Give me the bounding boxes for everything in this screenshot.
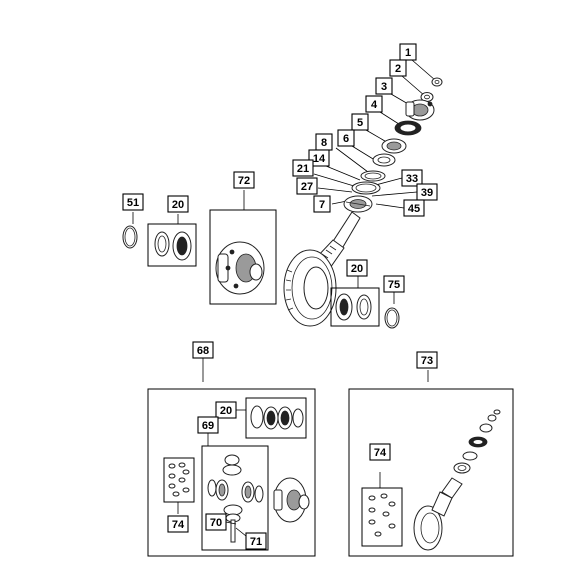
callout-70: 70	[205, 513, 227, 531]
kit-68	[147, 358, 316, 557]
callout-69: 69	[197, 416, 219, 434]
inner-pinion-bearing	[343, 195, 373, 213]
svg-text:20: 20	[351, 263, 363, 275]
callout-4: 4	[365, 95, 383, 113]
callout-72: 72	[233, 171, 255, 189]
svg-text:8: 8	[321, 137, 327, 149]
pinion-yoke	[405, 99, 435, 121]
shim-51	[122, 212, 138, 249]
svg-text:73: 73	[421, 355, 433, 367]
svg-text:21: 21	[297, 163, 309, 175]
svg-text:27: 27	[301, 181, 313, 193]
callout-3: 3	[375, 77, 393, 95]
pinion-seal	[394, 120, 422, 136]
outer-pinion-bearing	[381, 138, 407, 154]
callout-8: 8	[315, 133, 333, 151]
svg-text:5: 5	[357, 117, 363, 129]
callout-20-right: 20	[346, 259, 368, 277]
pinion-nut	[431, 77, 443, 87]
bolt-set-a	[168, 462, 190, 497]
callout-51: 51	[122, 193, 144, 211]
svg-text:39: 39	[421, 187, 433, 199]
callout-2: 2	[389, 59, 407, 77]
svg-text:69: 69	[202, 420, 214, 432]
svg-text:71: 71	[250, 536, 262, 548]
svg-text:51: 51	[127, 197, 139, 209]
carrier-bearing-right	[330, 276, 380, 327]
svg-text:4: 4	[371, 99, 378, 111]
callout-39: 39	[416, 183, 438, 201]
svg-text:2: 2	[395, 63, 401, 75]
callout-20-left: 20	[167, 195, 189, 213]
shim-75	[384, 292, 400, 329]
pinion-shim	[351, 181, 381, 195]
ring-gear	[283, 249, 337, 327]
callout-20-kit: 20	[215, 401, 237, 419]
callout-5: 5	[351, 113, 369, 131]
callout-75: 75	[383, 275, 405, 293]
callout-74-kit73: 74	[369, 443, 391, 461]
callout-27: 27	[296, 177, 318, 195]
svg-text:14: 14	[313, 153, 326, 165]
callout-73: 73	[416, 351, 438, 369]
svg-text:74: 74	[172, 519, 185, 531]
bolt-set-b	[368, 493, 396, 537]
svg-text:7: 7	[319, 199, 325, 211]
svg-text:6: 6	[343, 133, 349, 145]
svg-text:3: 3	[381, 81, 387, 93]
svg-text:20: 20	[220, 405, 232, 417]
kit-73	[348, 370, 514, 557]
callout-71: 71	[245, 532, 267, 550]
kit-differential-case	[273, 477, 310, 523]
svg-text:20: 20	[172, 199, 184, 211]
callout-21: 21	[292, 159, 314, 177]
callout-7: 7	[313, 195, 331, 213]
svg-text:33: 33	[406, 173, 418, 185]
svg-text:74: 74	[374, 447, 387, 459]
svg-text:45: 45	[408, 203, 420, 215]
callout-74-kit68: 74	[167, 515, 189, 533]
callout-68: 68	[192, 341, 214, 359]
callout-1: 1	[399, 43, 417, 61]
differential-case	[209, 190, 277, 305]
callout-33: 33	[401, 169, 423, 187]
bearing-race	[372, 153, 396, 167]
callout-45: 45	[403, 199, 425, 217]
svg-text:1: 1	[405, 47, 411, 59]
collapsible-spacer	[360, 170, 386, 182]
svg-text:72: 72	[238, 175, 250, 187]
carrier-bearing-left	[147, 214, 197, 267]
svg-text:68: 68	[197, 345, 209, 357]
svg-text:70: 70	[210, 517, 222, 529]
callout-14: 14	[308, 149, 330, 167]
svg-text:75: 75	[388, 279, 400, 291]
callout-6: 6	[337, 129, 355, 147]
